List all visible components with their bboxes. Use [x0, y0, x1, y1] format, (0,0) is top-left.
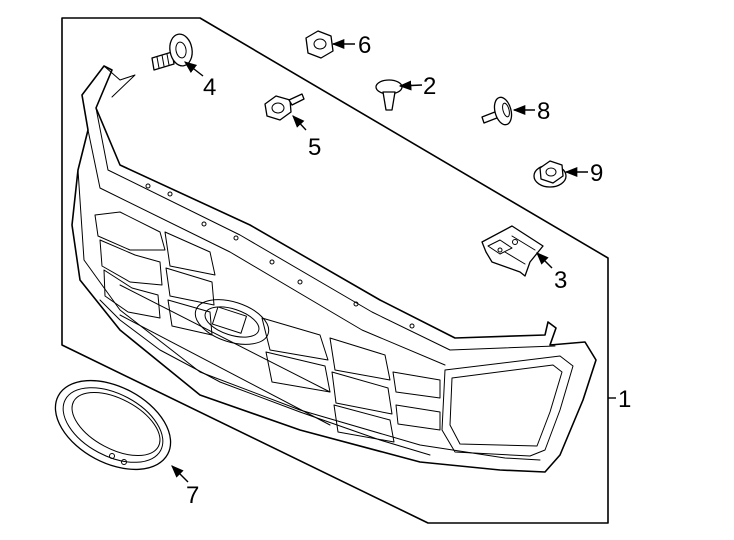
callout-4: 4 [203, 74, 216, 101]
bracket-3 [481, 225, 544, 277]
callout-7: 7 [186, 482, 199, 509]
emblem-ring-7 [54, 379, 172, 471]
grille-slats [94, 211, 441, 443]
nut-6 [305, 30, 334, 59]
emblem [194, 299, 270, 345]
callout-4-leader [184, 61, 204, 77]
callout-5: 5 [308, 134, 321, 161]
callout-6: 6 [358, 32, 371, 59]
callout-1: 1 [618, 386, 631, 413]
flange-nut-9 [533, 160, 567, 188]
bolt-4 [151, 33, 193, 71]
stud-nut-5 [264, 93, 305, 121]
callout-8: 8 [537, 98, 550, 125]
callout-2-leader [398, 80, 423, 91]
mounting-holes [145, 183, 415, 329]
retainer-8 [481, 96, 513, 126]
callout-7-leader [171, 465, 189, 483]
grille-assembly [71, 65, 597, 473]
callout-5-leader [292, 115, 307, 131]
callout-2: 2 [423, 73, 436, 100]
callout-3-leader [536, 252, 553, 269]
push-pin-2 [375, 79, 403, 111]
callout-9: 9 [590, 160, 603, 187]
assembly-outline [61, 17, 609, 524]
callout-3: 3 [554, 267, 567, 294]
